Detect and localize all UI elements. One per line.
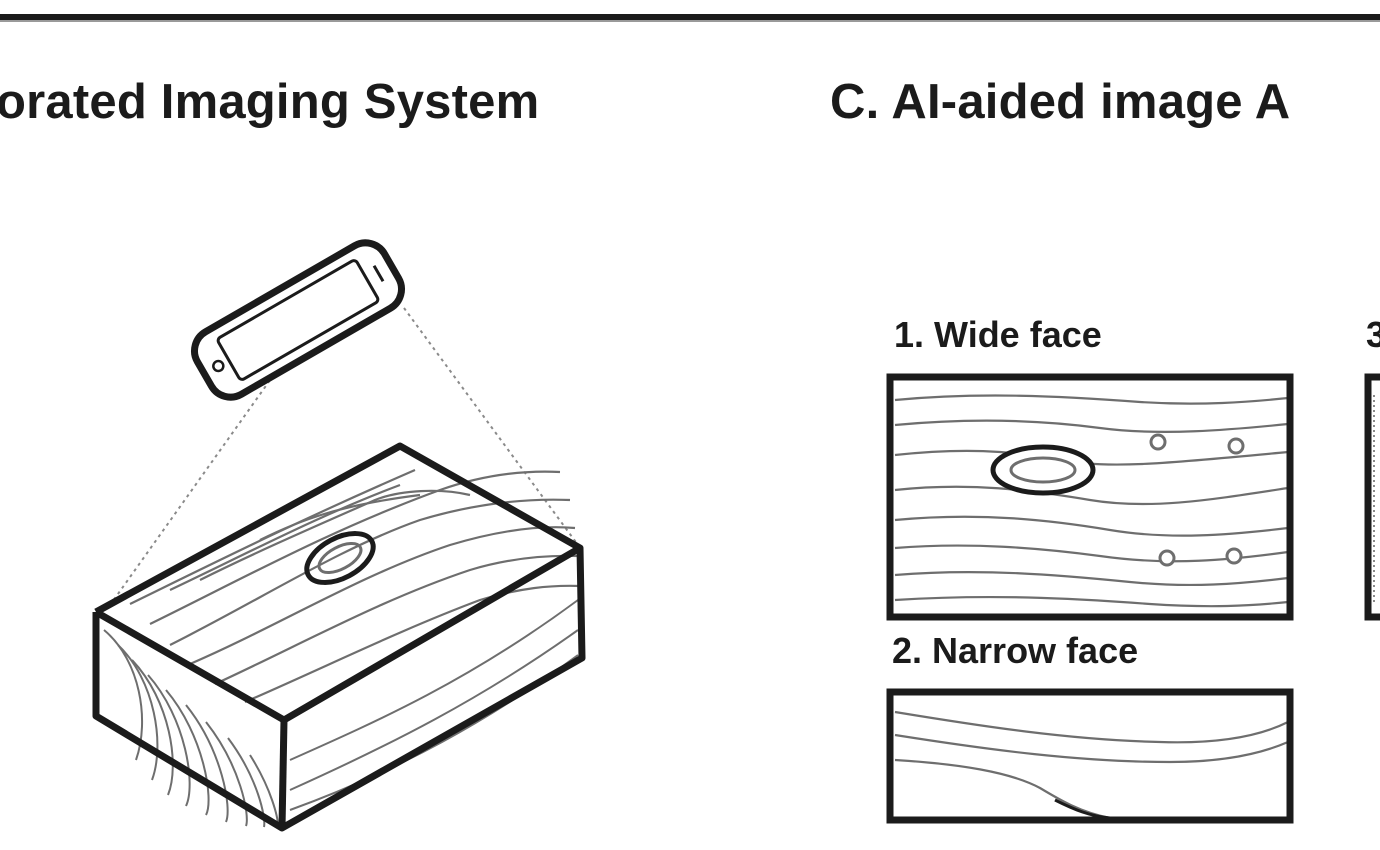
lumber-block-outline [92,442,586,832]
narrow-face-view [886,688,1294,824]
lumber-block [92,442,586,832]
narrow-face-wood-grain [894,710,1289,820]
narrow-face-frame [886,688,1294,824]
wide-face-view [886,373,1294,621]
panel-c-heading: C. AI-aided image A [830,75,1291,129]
imaging-setup-illustration [92,239,586,832]
wide-face-label: 1. Wide face [894,314,1102,355]
wide-face-knot [990,444,1096,496]
wide-face-pin-holes [1149,433,1245,567]
top-face-wood-grain [129,468,581,704]
smartphone-icon [191,239,405,401]
wide-face-frame [886,373,1294,621]
panel-b-heading: orated Imaging System [0,75,540,129]
wood-knot [304,531,376,585]
top-divider-rule [0,14,1380,22]
third-face-label: 3 [1366,314,1380,355]
camera-field-of-view-lines [107,307,579,609]
third-face-view [1364,373,1380,621]
narrow-face-label: 2. Narrow face [892,630,1139,671]
